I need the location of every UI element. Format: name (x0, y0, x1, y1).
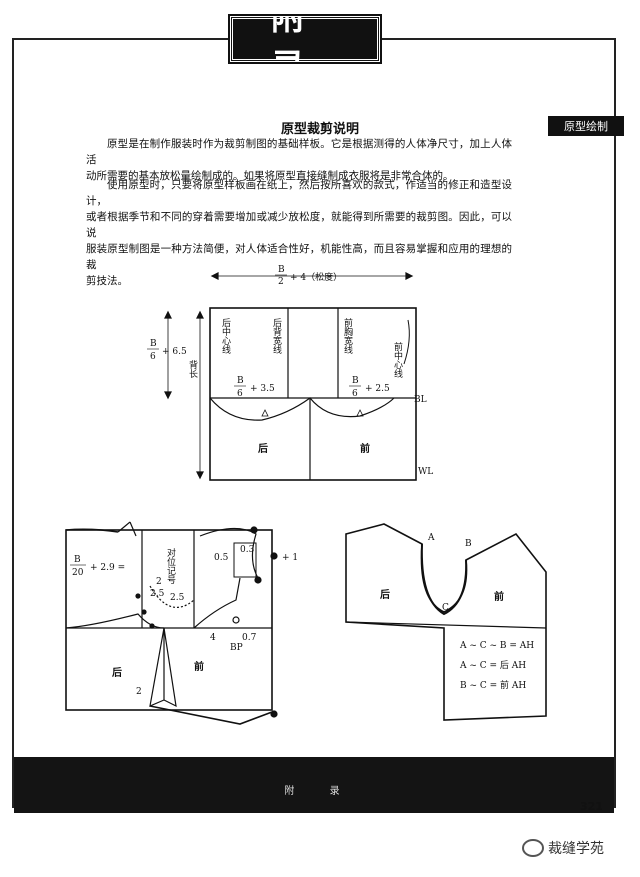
eq2-label: A ~ C = 后 AH (459, 660, 526, 671)
d2-v-0-5: 0.5 (214, 553, 229, 563)
wechat-icon (522, 839, 544, 857)
paragraph-line: 剪技法。 (86, 275, 128, 287)
f1-num: B (237, 376, 244, 386)
paragraph-line: 原型是在制作服装时作为裁剪制图的基础样板。它是根据测得的人体净尺寸，加上人体活 (86, 138, 512, 166)
d2-f-rest: + 2.9 = (90, 563, 125, 573)
diagram-armhole (345, 523, 547, 721)
page-number: 321 (580, 800, 603, 813)
paragraph-line: 服装原型制图是一种方法简便，对人体适合性好，机能性高，而且容易掌握和应用的理想的… (86, 243, 512, 271)
d2-v-0-7: 0.7 (242, 633, 257, 643)
d2-v-4: 4 (210, 633, 216, 643)
d2-f-num: B (74, 555, 81, 565)
d2-v-2: 2 (156, 577, 162, 587)
paragraph-line: 动所需要的基本放松量绘制成的。如果将原型直接缝制成衣服将是非常合体的。 (86, 170, 454, 182)
front-center-line-label: 前中心线 (392, 341, 403, 378)
f2-den: 6 (352, 389, 358, 399)
d2-back-label: 后 (112, 666, 122, 679)
watermark: 裁缝学苑 (522, 838, 604, 858)
d2-v-2b: 2 (136, 687, 142, 697)
footer-text: 附 录 (284, 786, 356, 797)
d2-front-label: 前 (194, 660, 204, 673)
footer-band (14, 757, 614, 813)
diagram-base-block (164, 272, 417, 481)
paragraph-2: 使用原型时，只要将原型样板画在纸上，然后按所喜欢的款式，作适当的修正和造型设计，… (86, 177, 512, 289)
back-width-line-label: 后背宽线 (271, 318, 282, 354)
top-formula-den: 2 (278, 277, 284, 287)
d2-v-2-5b: 2.5 (170, 593, 185, 603)
back-center-line-label: 后中心线 (220, 318, 231, 354)
diagram-armhole-labels: A B C 后 前 A ~ C ~ B = AH A ~ C = 后 AH B … (380, 533, 534, 691)
point-b-label: B (465, 539, 472, 549)
d2-v-0-3: 0.3 (240, 545, 255, 555)
f1-rest: + 3.5 (250, 384, 275, 394)
back-length-label: 背长 (187, 359, 198, 379)
watermark-text: 裁缝学苑 (548, 841, 604, 857)
diagram-drafted-labels: B 20 + 2.9 = 对位记号 2.5 2.5 2 0.5 0.3 + 1 … (70, 545, 298, 697)
left-formula-num: B (150, 339, 157, 349)
side-tab: 原型绘制 (548, 116, 624, 136)
bl-label: BL (414, 395, 427, 405)
point-a-label: A (427, 533, 435, 543)
d3-front-label: 前 (494, 590, 504, 603)
paragraph-1: 原型是在制作服装时作为裁剪制图的基础样板。它是根据测得的人体净尺寸，加上人体活 … (86, 136, 512, 184)
left-formula-rest: + 6.5 (162, 347, 187, 357)
top-formula-num: B (278, 265, 285, 275)
top-formula-rest: + 4（松度） (290, 271, 342, 283)
wl-label: WL (418, 467, 433, 477)
d2-v-plus1: + 1 (282, 553, 298, 563)
section-title: 原型裁剪说明 (280, 122, 359, 137)
front-width-line-label: 前胸宽线 (342, 317, 353, 354)
back-label: 后 (258, 442, 268, 455)
f1-den: 6 (237, 389, 243, 399)
bp-label: BP (230, 643, 243, 653)
paragraph-line: 或者根据季节和不同的穿着需要增加或减少放松度，就能得到所需要的裁剪图。因此，可以… (86, 211, 512, 239)
eq3-label: B ~ C = 前 AH (460, 679, 526, 691)
diagram-drafted-bodice (65, 521, 278, 725)
diagram-base-labels: B 2 + 4（松度） B 6 + 6.5 背长 后中心线 后背宽线 前胸宽线 … (147, 265, 433, 477)
point-c-label: C (442, 603, 449, 613)
align-mark-label: 对位记号 (165, 547, 176, 585)
d3-back-label: 后 (380, 588, 390, 601)
d2-v-2-5a: 2.5 (150, 589, 165, 599)
f2-num: B (352, 376, 359, 386)
paragraph-line: 使用原型时，只要将原型样板画在纸上，然后按所喜欢的款式，作适当的修正和造型设计， (86, 179, 512, 207)
f2-rest: + 2.5 (365, 384, 390, 394)
d2-f-den: 20 (72, 568, 84, 578)
eq1-label: A ~ C ~ B = AH (459, 641, 534, 651)
front-label: 前 (360, 442, 370, 455)
left-formula-den: 6 (150, 352, 156, 362)
